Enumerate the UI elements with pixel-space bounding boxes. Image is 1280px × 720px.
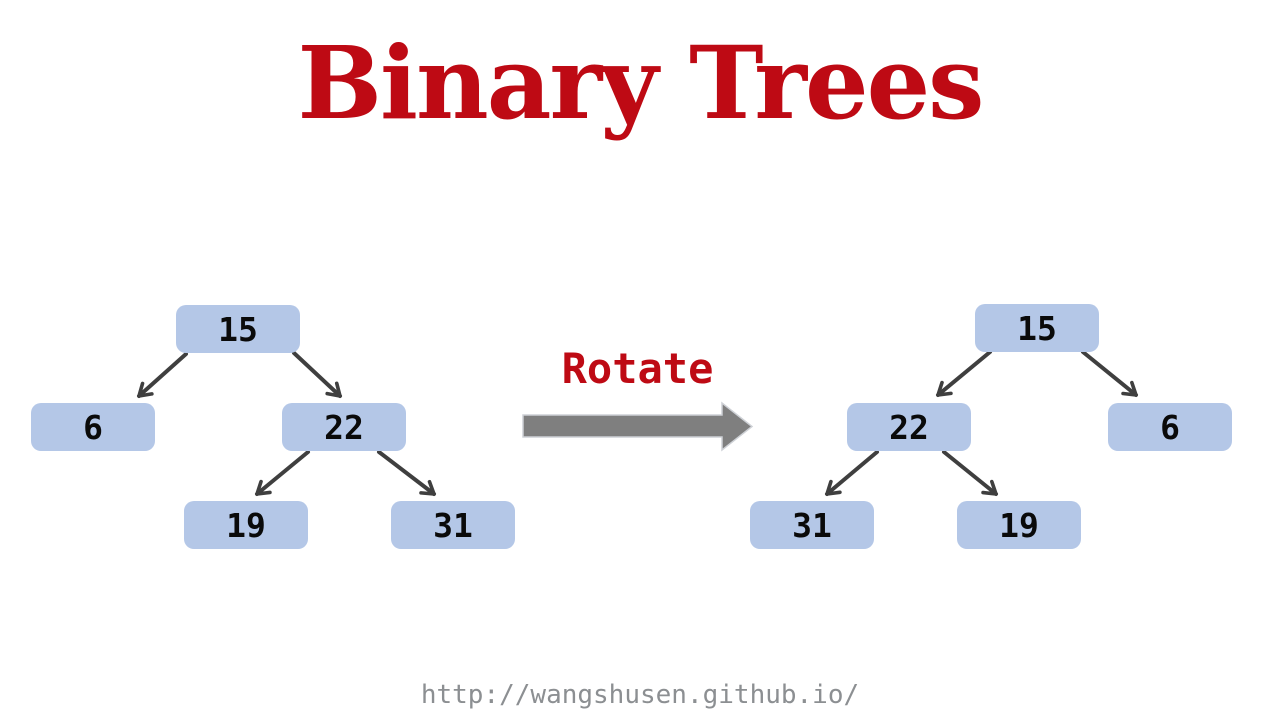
tree-edge: [255, 450, 310, 496]
tree-node-before-6: 6: [31, 403, 155, 451]
tree-node-after-15: 15: [975, 304, 1099, 352]
rotate-label: Rotate: [561, 344, 714, 393]
tree-edge: [942, 450, 998, 496]
tree-edge: [377, 450, 436, 496]
tree-node-before-15: 15: [176, 305, 300, 353]
tree-node-before-22: 22: [282, 403, 406, 451]
slide-title: Binary Trees: [297, 24, 985, 142]
tree-node-before-31: 31: [391, 501, 515, 549]
tree-edge: [292, 351, 342, 398]
tree-node-after-6: 6: [1108, 403, 1232, 451]
tree-node-after-31: 31: [750, 501, 874, 549]
tree-edge: [137, 352, 188, 398]
footer-url: http://wangshusen.github.io/: [420, 680, 860, 710]
tree-node-after-22: 22: [847, 403, 971, 451]
rotate-arrow-icon: [522, 401, 754, 452]
tree-edge: [825, 450, 879, 496]
tree-edge: [1081, 350, 1138, 397]
tree-node-after-19: 19: [957, 501, 1081, 549]
tree-edge: [936, 350, 992, 397]
tree-node-before-19: 19: [184, 501, 308, 549]
